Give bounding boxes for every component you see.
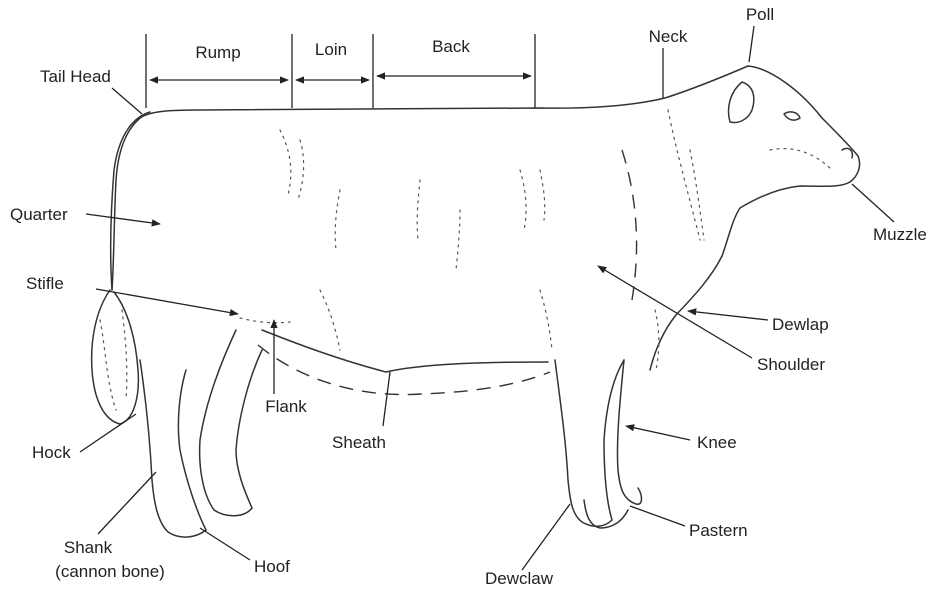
rump-label: Rump bbox=[195, 43, 240, 62]
sheath-label: Sheath bbox=[332, 433, 386, 452]
cow-topline bbox=[140, 66, 748, 118]
cow-hind-leg-near bbox=[140, 360, 206, 537]
cow-illustration bbox=[92, 66, 860, 537]
dewlap-leader bbox=[688, 311, 768, 320]
cow-rear bbox=[112, 118, 140, 290]
pastern-label: Pastern bbox=[689, 521, 748, 540]
cow-neck-lines bbox=[668, 110, 700, 240]
pastern-leader bbox=[630, 506, 685, 526]
neck-label: Neck bbox=[649, 27, 688, 46]
cow-belly bbox=[262, 330, 548, 372]
cow-eye bbox=[784, 112, 800, 120]
shank-leader bbox=[98, 472, 156, 534]
dewclaw-leader bbox=[522, 504, 570, 570]
hoof-label: Hoof bbox=[254, 557, 290, 576]
sheath-leader bbox=[383, 372, 390, 426]
cow-shoulder-line bbox=[622, 150, 637, 300]
cow-tail bbox=[111, 112, 150, 290]
cannon-bone-label: (cannon bone) bbox=[55, 562, 165, 581]
shoulder-leader bbox=[598, 266, 752, 358]
cow-front-leg-far bbox=[617, 360, 641, 504]
cow-nostril bbox=[842, 148, 852, 158]
tail-head-label: Tail Head bbox=[40, 67, 111, 86]
knee-label: Knee bbox=[697, 433, 737, 452]
shank-label: Shank bbox=[64, 538, 113, 557]
quarter-leader bbox=[86, 214, 160, 224]
quarter-label: Quarter bbox=[10, 205, 68, 224]
dewlap-label: Dewlap bbox=[772, 315, 829, 334]
hock-label: Hock bbox=[32, 443, 71, 462]
knee-leader bbox=[626, 426, 690, 440]
cow-head bbox=[722, 66, 860, 256]
muzzle-leader bbox=[852, 184, 894, 222]
stifle-label: Stifle bbox=[26, 274, 64, 293]
shoulder-label: Shoulder bbox=[757, 355, 825, 374]
poll-label: Poll bbox=[746, 5, 774, 24]
cow-body-shading bbox=[280, 130, 291, 195]
muzzle-label: Muzzle bbox=[873, 225, 927, 244]
part-labels: Neck Poll Tail Head Quarter Muzzle Stifl… bbox=[10, 5, 927, 588]
cow-udder-line bbox=[258, 345, 550, 395]
poll-leader bbox=[749, 26, 754, 62]
flank-label: Flank bbox=[265, 397, 307, 416]
stifle-leader bbox=[96, 289, 238, 314]
tail-head-leader bbox=[112, 88, 142, 114]
cow-tail-switch bbox=[92, 290, 139, 424]
hoof-leader bbox=[200, 528, 250, 560]
cow-stifle-lines bbox=[240, 318, 290, 323]
cow-ear bbox=[729, 82, 754, 123]
hock-leader bbox=[80, 414, 136, 452]
loin-label: Loin bbox=[315, 40, 347, 59]
back-label: Back bbox=[432, 37, 470, 56]
dewclaw-label: Dewclaw bbox=[485, 569, 554, 588]
topline-sections: Rump Loin Back bbox=[146, 34, 535, 108]
